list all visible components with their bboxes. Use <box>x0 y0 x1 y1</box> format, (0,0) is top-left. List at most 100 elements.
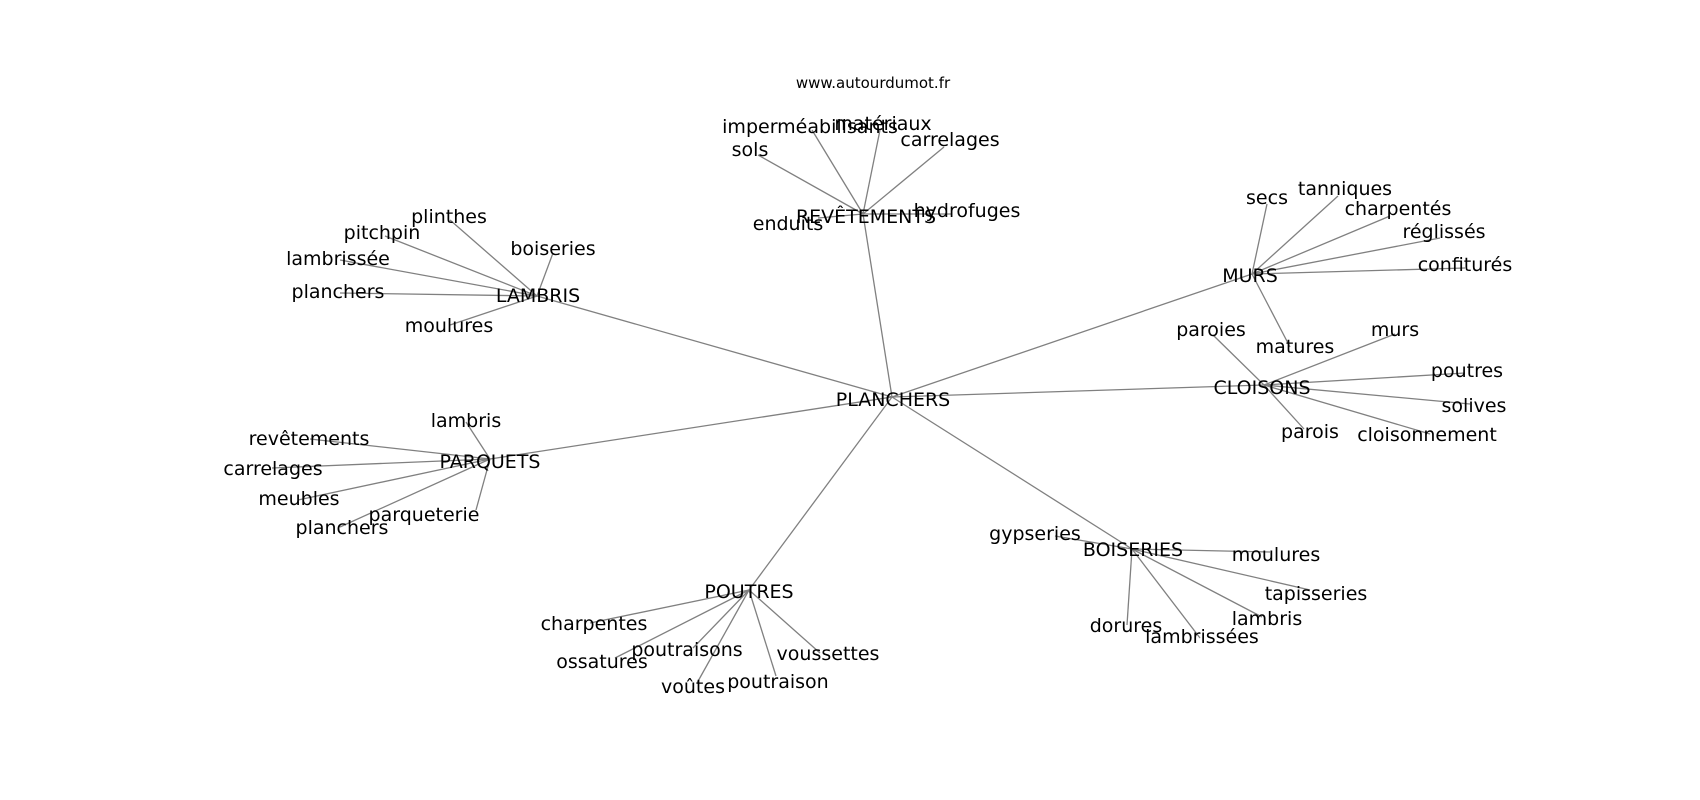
leaf-edge <box>339 458 491 528</box>
leaf-word: charpentes <box>541 613 648 635</box>
hub-word: CLOISONS <box>1213 377 1310 399</box>
leaf-edge <box>1054 535 1133 550</box>
hub-word: BOISERIES <box>1083 539 1183 561</box>
leaf-edge <box>1131 548 1311 591</box>
leaf-edge <box>1251 273 1291 348</box>
leaf-word: parois <box>1281 421 1339 443</box>
leaf-edge <box>1251 215 1391 275</box>
leaf-edge <box>748 589 777 677</box>
leaf-edge <box>271 458 491 469</box>
leaf-word: paroies <box>1176 319 1246 341</box>
leaf-edge <box>1263 384 1431 435</box>
leaf-edge <box>1263 384 1305 430</box>
hub-word: LAMBRIS <box>496 285 580 307</box>
leaf-edge <box>1263 384 1471 405</box>
hub-edge <box>748 396 893 591</box>
leaf-edge <box>1251 195 1339 275</box>
leaf-edge <box>1263 333 1396 386</box>
center-word: PLANCHERS <box>836 389 951 411</box>
leaf-word: voûtes <box>661 676 725 698</box>
hub-word: REVÊTEMENTS <box>796 205 936 228</box>
leaf-word: planchers <box>292 281 385 303</box>
leaf-word: poutraisons <box>631 639 742 661</box>
leaf-word: poutraison <box>727 671 828 693</box>
leaf-word: charpentés <box>1345 198 1452 220</box>
leaf-word: solives <box>1442 395 1507 417</box>
leaf-edge <box>465 421 491 460</box>
leaf-edge <box>862 146 945 215</box>
edges <box>271 129 1471 684</box>
leaf-edge <box>1251 267 1466 275</box>
hub-edge <box>891 384 1265 398</box>
hub-edge <box>862 213 893 398</box>
leaf-edge <box>811 129 864 215</box>
leaf-word: murs <box>1371 319 1419 341</box>
leaf-word: hydrofuges <box>914 200 1021 222</box>
hub-edge <box>891 396 1133 550</box>
leaf-word: matériaux <box>834 113 931 135</box>
leaf-word: matures <box>1256 336 1335 358</box>
leaf-edge <box>449 219 538 297</box>
leaf-edge <box>449 295 538 326</box>
leaf-word: cloisonnement <box>1357 424 1497 446</box>
hub-word: MURS <box>1222 265 1278 287</box>
leaf-edge <box>757 154 864 215</box>
leaf-word: confiturés <box>1418 254 1513 276</box>
leaf-word: dorures <box>1090 615 1163 637</box>
leaf-edge <box>475 458 491 511</box>
leaf-word: lambris <box>431 410 501 432</box>
leaf-word: parqueterie <box>369 504 480 526</box>
leaf-edge <box>339 292 538 297</box>
leaf-word: imperméabilisants <box>722 116 898 138</box>
hub-edge <box>536 295 893 398</box>
hub-edge <box>489 396 893 460</box>
leaf-word: gypseries <box>989 523 1081 545</box>
leaf-word: plinthes <box>411 206 487 228</box>
leaf-edge <box>1131 548 1201 639</box>
leaf-edge <box>589 589 750 624</box>
leaf-word: secs <box>1246 187 1288 209</box>
leaf-word: revêtements <box>249 428 370 450</box>
leaf-word: sols <box>732 139 769 161</box>
leaf-edge <box>748 589 821 654</box>
leaf-edge <box>297 458 491 501</box>
leaf-edge <box>1131 548 1263 618</box>
leaf-word: réglissés <box>1402 221 1485 243</box>
leaf-edge <box>1212 334 1265 386</box>
leaf-edge <box>1251 203 1268 275</box>
hub-word: POUTRES <box>704 581 793 603</box>
leaf-word: tapisseries <box>1265 583 1368 605</box>
leaf-edge <box>614 589 750 659</box>
leaf-edge <box>692 589 750 649</box>
leaf-edge <box>1263 372 1466 386</box>
leaf-word: meubles <box>258 488 339 510</box>
leaf-edge <box>817 213 864 219</box>
leaf-edge <box>536 252 554 297</box>
leaf-edge <box>862 129 881 215</box>
leaf-word: pitchpin <box>344 222 421 244</box>
leaf-word: lambrissées <box>1145 626 1259 648</box>
leaf-edge <box>309 438 491 460</box>
leaf-word: carrelages <box>223 458 322 480</box>
hub-word: PARQUETS <box>440 451 541 473</box>
leaf-word: tanniques <box>1298 178 1392 200</box>
leaf-edge <box>1251 237 1441 275</box>
leaf-word: lambrissée <box>286 248 390 270</box>
leaf-word: boiseries <box>510 238 595 260</box>
hub-edge <box>891 273 1253 398</box>
source-credit: www.autourdumot.fr <box>796 74 951 92</box>
leaf-word: voussettes <box>777 643 880 665</box>
leaf-word: planchers <box>296 517 389 539</box>
leaf-word: moulures <box>1232 544 1320 566</box>
leaf-word: carrelages <box>900 129 999 151</box>
leaf-word: lambris <box>1232 608 1302 630</box>
leaf-edge <box>339 259 538 297</box>
leaf-edge <box>1126 548 1133 626</box>
leaf-word: ossatures <box>556 651 648 673</box>
leaf-edge <box>1131 548 1271 553</box>
leaf-word: enduits <box>753 213 823 235</box>
leaf-edge <box>696 589 750 684</box>
leaf-edge <box>384 235 538 297</box>
